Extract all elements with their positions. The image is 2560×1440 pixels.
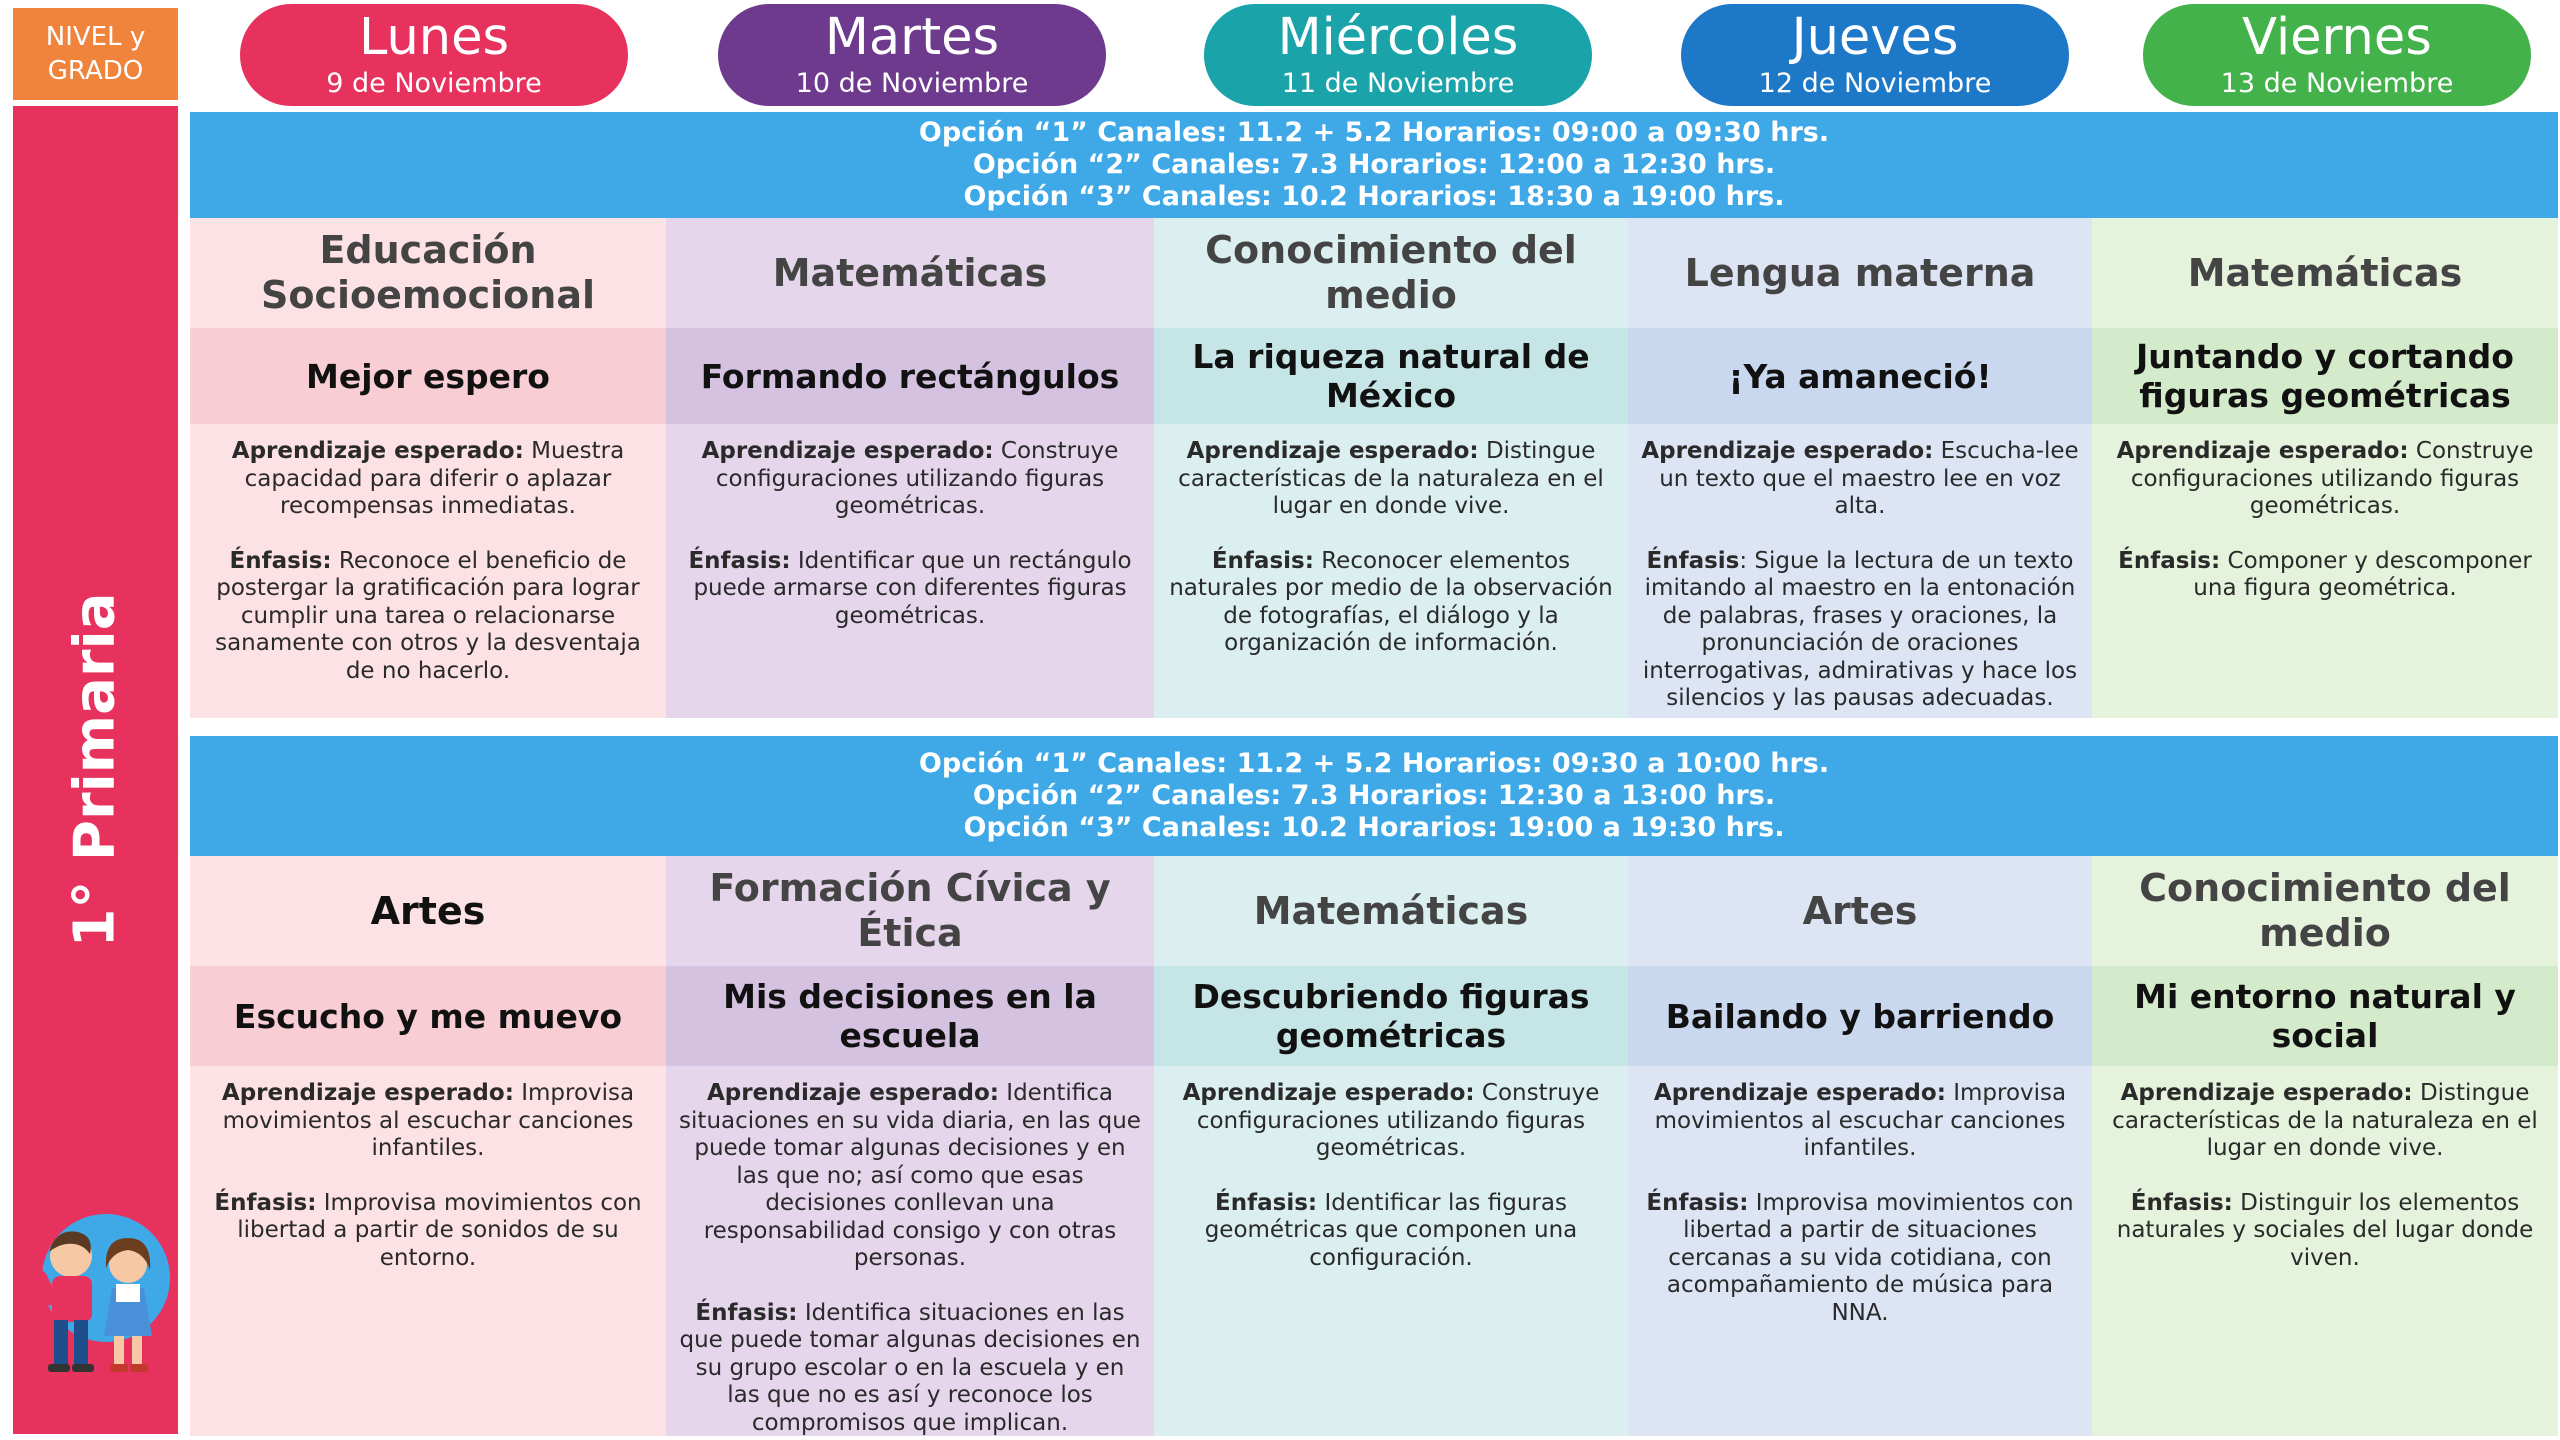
enfasis-label: Énfasis: bbox=[1215, 1189, 1318, 1216]
aprendizaje-label: Aprendizaje esperado: bbox=[706, 1080, 999, 1106]
enfasis-text: Reconocer elementos naturales por medio … bbox=[1169, 547, 1613, 657]
subject-cell: Educación Socioemocional bbox=[190, 218, 666, 328]
grade-sidebar bbox=[13, 106, 178, 1434]
option-line: Opción “1” Canales: 11.2 + 5.2 Horarios:… bbox=[918, 117, 1830, 148]
enfasis-label: Énfasis bbox=[1646, 547, 1740, 574]
day-name: Jueves bbox=[1791, 8, 1959, 67]
aprendizaje-label: Aprendizaje esperado: bbox=[2120, 1080, 2413, 1106]
subject-cell: Matemáticas bbox=[1154, 856, 1628, 966]
day-name: Lunes bbox=[358, 8, 510, 67]
enfasis-text: Improvisa movimientos con libertad a par… bbox=[1666, 1189, 2074, 1326]
day-header-monday: Lunes 9 de Noviembre bbox=[240, 4, 628, 106]
enfasis-text: Reconoce el beneficio de postergar la gr… bbox=[215, 547, 641, 684]
description-cell: Aprendizaje esperado: Muestra capacidad … bbox=[190, 424, 666, 718]
aprendizaje-label: Aprendizaje esperado: bbox=[231, 438, 524, 464]
enfasis-text: Identifica situaciones en las que puede … bbox=[679, 1299, 1141, 1436]
enfasis-label: Énfasis: bbox=[2118, 547, 2221, 574]
topic-cell: Mis decisiones en la escuela bbox=[666, 966, 1154, 1066]
description-cell: Aprendizaje esperado: Improvisa movimien… bbox=[190, 1066, 666, 1436]
day-name: Martes bbox=[824, 8, 1000, 67]
level-grade-label: NIVEL y GRADO bbox=[13, 8, 178, 100]
description-cell: Aprendizaje esperado: Escucha-lee un tex… bbox=[1628, 424, 2092, 718]
subject-cell: Matemáticas bbox=[2092, 218, 2558, 328]
day-name: Miércoles bbox=[1277, 8, 1519, 67]
day-date: 11 de Noviembre bbox=[1281, 68, 1515, 99]
subject-cell: Conocimiento del medio bbox=[1154, 218, 1628, 328]
aprendizaje-label: Aprendizaje esperado: bbox=[2116, 438, 2409, 464]
enfasis-text: Componer y descomponer una figura geomét… bbox=[2193, 547, 2532, 602]
enfasis-text: Identificar las figuras geométricas que … bbox=[1204, 1189, 1578, 1271]
option-line: Opción “3” Canales: 10.2 Horarios: 18:30… bbox=[963, 181, 1785, 212]
schedule-banner: Opción “1” Canales: 11.2 + 5.2 Horarios:… bbox=[190, 112, 2558, 218]
topic-cell: Mejor espero bbox=[190, 328, 666, 424]
aprendizaje-text: Identifica situaciones en su vida diaria… bbox=[679, 1080, 1141, 1271]
description-cell: Aprendizaje esperado: Distingue caracter… bbox=[2092, 1066, 2558, 1436]
aprendizaje-text: Distingue características de la naturale… bbox=[2112, 1080, 2538, 1161]
description-cell: Aprendizaje esperado: Distingue caracter… bbox=[1154, 424, 1628, 718]
aprendizaje-text: Construye configuraciones utilizando fig… bbox=[715, 438, 1119, 519]
topic-cell: La riqueza natural de México bbox=[1154, 328, 1628, 424]
description-cell: Aprendizaje esperado: Improvisa movimien… bbox=[1628, 1066, 2092, 1436]
enfasis-label: Énfasis: bbox=[214, 1189, 317, 1216]
topic-cell: Mi entorno natural y social bbox=[2092, 966, 2558, 1066]
enfasis-label: Énfasis: bbox=[688, 547, 791, 574]
subject-cell: Lengua materna bbox=[1628, 218, 2092, 328]
level-grade-text: NIVEL y GRADO bbox=[45, 22, 146, 86]
aprendizaje-text: Escucha-lee un texto que el maestro lee … bbox=[1659, 438, 2079, 519]
day-date: 13 de Noviembre bbox=[2220, 68, 2454, 99]
description-cell: Aprendizaje esperado: Construye configur… bbox=[1154, 1066, 1628, 1436]
description-cell: Aprendizaje esperado: Identifica situaci… bbox=[666, 1066, 1154, 1436]
enfasis-label: Énfasis: bbox=[229, 547, 332, 574]
day-header-thursday: Jueves 12 de Noviembre bbox=[1681, 4, 2069, 106]
option-line: Opción “2” Canales: 7.3 Horarios: 12:00 … bbox=[972, 149, 1776, 180]
enfasis-text: Improvisa movimientos con libertad a par… bbox=[237, 1189, 642, 1271]
day-date: 9 de Noviembre bbox=[326, 68, 542, 99]
grade-label: 1° Primaria bbox=[62, 592, 128, 948]
subject-cell: Artes bbox=[190, 856, 666, 966]
subject-cell: Conocimiento del medio bbox=[2092, 856, 2558, 966]
topic-cell: ¡Ya amaneció! bbox=[1628, 328, 2092, 424]
topic-cell: Formando rectángulos bbox=[666, 328, 1154, 424]
description-cell: Aprendizaje esperado: Construye configur… bbox=[2092, 424, 2558, 718]
option-line: Opción “2” Canales: 7.3 Horarios: 12:30 … bbox=[972, 780, 1776, 811]
description-cell: Aprendizaje esperado: Construye configur… bbox=[666, 424, 1154, 718]
aprendizaje-text: Muestra capacidad para diferir o aplazar… bbox=[244, 438, 625, 519]
schedule-banner: Opción “1” Canales: 11.2 + 5.2 Horarios:… bbox=[190, 736, 2558, 856]
subject-cell: Formación Cívica y Ética bbox=[666, 856, 1154, 966]
aprendizaje-text: Improvisa movimientos al escuchar cancio… bbox=[222, 1080, 635, 1161]
enfasis-text: Identificar que un rectángulo puede arma… bbox=[693, 547, 1132, 629]
aprendizaje-label: Aprendizaje esperado: bbox=[701, 438, 994, 464]
aprendizaje-label: Aprendizaje esperado: bbox=[1182, 1080, 1475, 1106]
aprendizaje-label: Aprendizaje esperado: bbox=[221, 1080, 514, 1106]
day-header-tuesday: Martes 10 de Noviembre bbox=[718, 4, 1106, 106]
enfasis-label: Énfasis: bbox=[695, 1299, 798, 1326]
day-header-friday: Viernes 13 de Noviembre bbox=[2143, 4, 2531, 106]
enfasis-text: : Sigue la lectura de un texto imitando … bbox=[1642, 547, 2078, 712]
day-name: Viernes bbox=[2242, 8, 2432, 67]
aprendizaje-text: Distingue características de la naturale… bbox=[1178, 438, 1604, 519]
aprendizaje-text: Improvisa movimientos al escuchar cancio… bbox=[1654, 1080, 2067, 1161]
enfasis-label: Énfasis: bbox=[1646, 1189, 1749, 1216]
day-header-wednesday: Miércoles 11 de Noviembre bbox=[1204, 4, 1592, 106]
day-date: 12 de Noviembre bbox=[1758, 68, 1992, 99]
aprendizaje-label: Aprendizaje esperado: bbox=[1186, 438, 1479, 464]
topic-cell: Bailando y barriendo bbox=[1628, 966, 2092, 1066]
enfasis-label: Énfasis: bbox=[2130, 1189, 2233, 1216]
enfasis-label: Énfasis: bbox=[1211, 547, 1314, 574]
topic-cell: Juntando y cortando figuras geométricas bbox=[2092, 328, 2558, 424]
subject-text: Artes bbox=[370, 888, 486, 933]
subject-cell: Artes bbox=[1628, 856, 2092, 966]
option-line: Opción “3” Canales: 10.2 Horarios: 19:00… bbox=[963, 812, 1785, 843]
kids-illustration bbox=[16, 1208, 176, 1378]
day-date: 10 de Noviembre bbox=[795, 68, 1029, 99]
aprendizaje-text: Construye configuraciones utilizando fig… bbox=[1196, 1080, 1600, 1161]
aprendizaje-label: Aprendizaje esperado: bbox=[1641, 438, 1934, 464]
option-line: Opción “1” Canales: 11.2 + 5.2 Horarios:… bbox=[918, 748, 1830, 779]
enfasis-text: Distinguir los elementos naturales y soc… bbox=[2116, 1189, 2534, 1271]
topic-cell: Escucho y me muevo bbox=[190, 966, 666, 1066]
subject-cell: Matemáticas bbox=[666, 218, 1154, 328]
aprendizaje-text: Construye configuraciones utilizando fig… bbox=[2130, 438, 2534, 519]
topic-cell: Descubriendo figuras geométricas bbox=[1154, 966, 1628, 1066]
aprendizaje-label: Aprendizaje esperado: bbox=[1653, 1080, 1946, 1106]
